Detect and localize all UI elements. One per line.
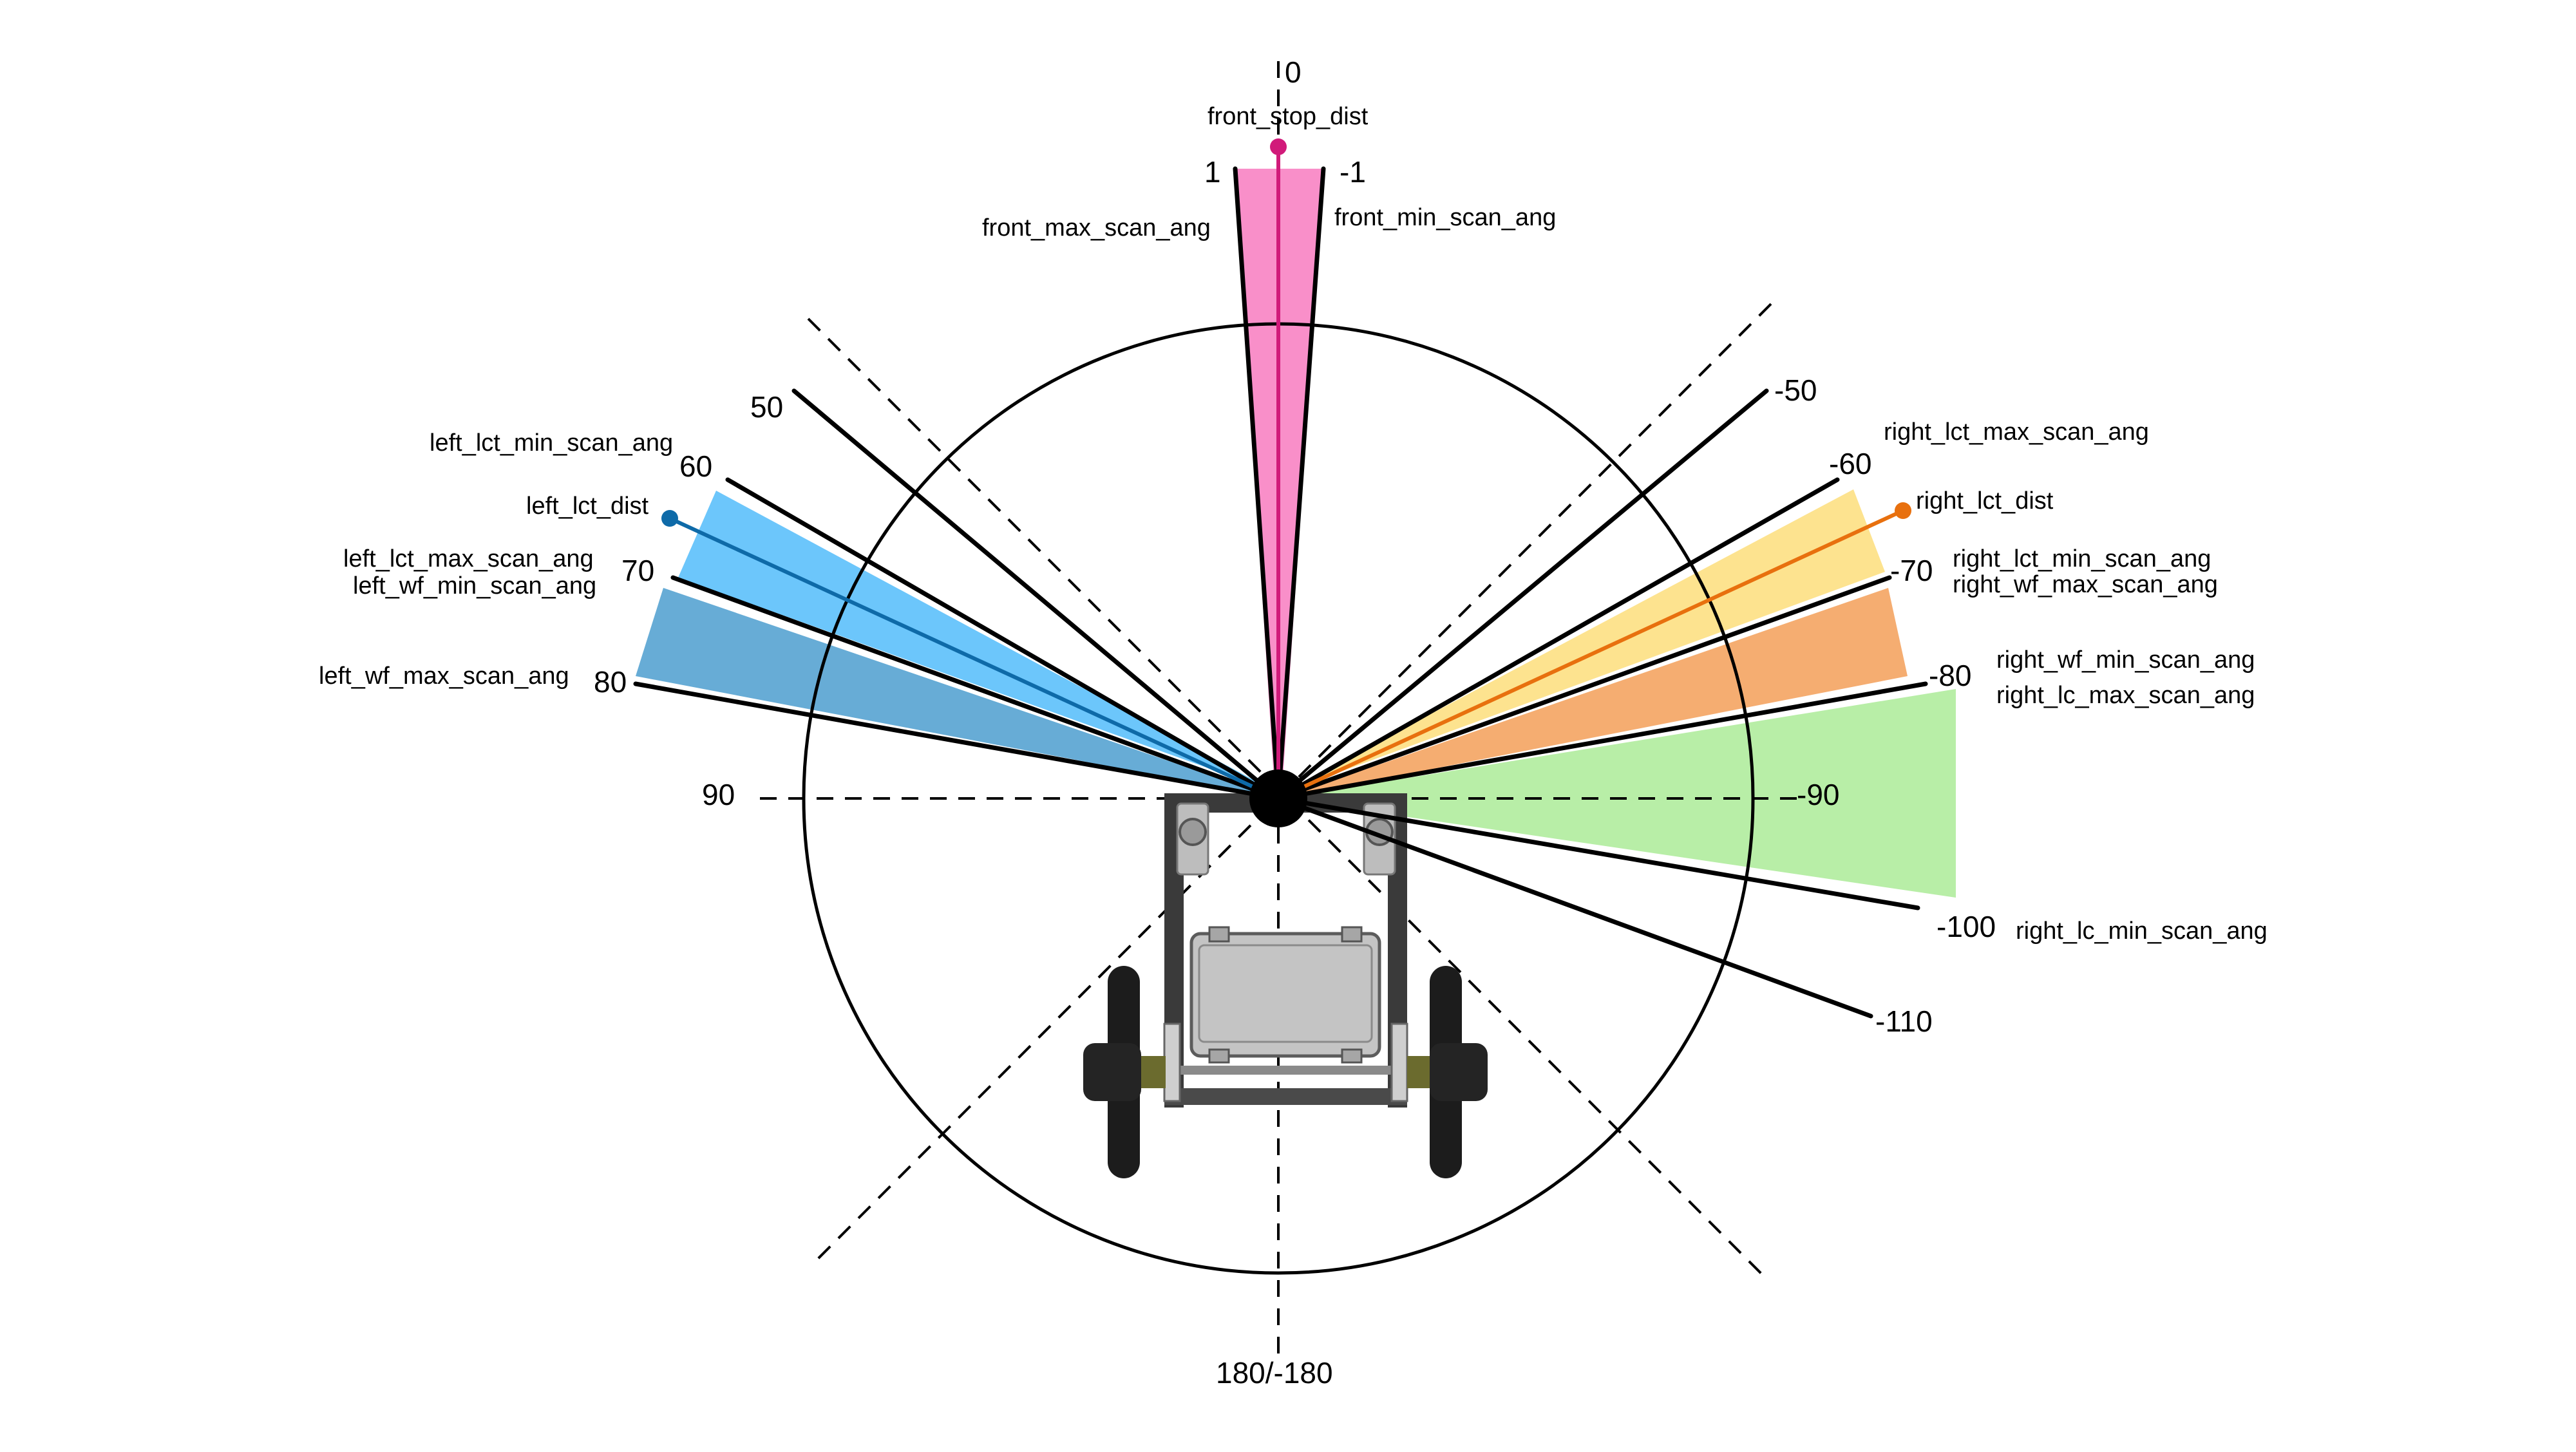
angle-label-minus-80: -80 xyxy=(1929,659,1971,692)
line-angle-70 xyxy=(670,575,1281,801)
front-stop-dist-marker xyxy=(1270,138,1287,155)
robot-bearing-left xyxy=(1179,818,1207,846)
label-right-lc-max-scan-ang: right_lc_max_scan_ang xyxy=(1996,682,2255,709)
angle-label-180: 180/-180 xyxy=(1216,1356,1333,1390)
line-angle-50 xyxy=(791,388,1281,801)
label-right-lc-min-scan-ang: right_lc_min_scan_ang xyxy=(2016,918,2268,945)
left-lct-dist-line xyxy=(668,516,1280,800)
angle-labels: 0 1 -1 50 60 70 80 90 -50 -60 -70 -80 -9… xyxy=(594,55,1996,1390)
angle-label-minus-100: -100 xyxy=(1937,910,1996,943)
angle-label-minus-1: -1 xyxy=(1340,155,1366,189)
line-angle-minus-70 xyxy=(1276,575,1892,801)
line-angle-minus-110 xyxy=(1276,796,1873,1019)
angle-label-minus-110: -110 xyxy=(1875,1004,1933,1038)
angle-label-minus-60: -60 xyxy=(1829,447,1871,480)
angle-label-minus-90: -90 xyxy=(1797,778,1839,811)
line-angle-1 xyxy=(1233,166,1281,801)
line-angle-minus-100 xyxy=(1276,796,1920,910)
robot-top-view xyxy=(1083,793,1488,1178)
angle-label-70: 70 xyxy=(621,554,654,587)
parameter-labels: front_stop_dist front_max_scan_ang front… xyxy=(319,103,2268,945)
angle-label-90: 90 xyxy=(702,778,735,811)
line-angle-minus-80 xyxy=(1276,681,1928,801)
label-right-wf-min-scan-ang: right_wf_min_scan_ang xyxy=(1996,646,2255,674)
label-left-lct-dist: left_lct_dist xyxy=(526,493,649,520)
label-left-wf-max-scan-ang: left_wf_max_scan_ang xyxy=(319,663,569,690)
right-lc-scan-region xyxy=(1282,689,1956,898)
robot-box-latch-3 xyxy=(1208,1048,1230,1064)
right-lct-dist-marker xyxy=(1895,502,1911,519)
label-left-lct-max-scan-ang: left_lct_max_scan_ang xyxy=(343,545,594,572)
left-lct-scan-region xyxy=(678,491,1278,793)
label-front-min-scan-ang: front_min_scan_ang xyxy=(1334,204,1556,231)
robot-box-latch-1 xyxy=(1208,926,1230,943)
angle-label-minus-70: -70 xyxy=(1890,554,1933,587)
robot-box-latch-4 xyxy=(1341,1048,1363,1064)
label-right-lct-dist: right_lct_dist xyxy=(1916,487,2054,514)
left-lct-dist-marker xyxy=(661,510,678,527)
robot-box-lid xyxy=(1198,944,1373,1043)
angle-label-minus-50: -50 xyxy=(1774,373,1817,407)
line-angle-minus-50 xyxy=(1276,388,1769,801)
robot-motor-mount-right xyxy=(1390,1023,1408,1102)
label-right-lct-max-scan-ang: right_lct_max_scan_ang xyxy=(1884,419,2149,446)
line-angle-60 xyxy=(725,477,1281,801)
label-right-lct-min-scan-ang: right_lct_min_scan_ang xyxy=(1953,545,2211,572)
line-angle-80 xyxy=(633,681,1281,801)
robot-motor-mount-left xyxy=(1163,1023,1181,1102)
robot-box-latch-2 xyxy=(1341,926,1363,943)
label-front-stop-dist: front_stop_dist xyxy=(1208,103,1368,130)
angle-label-80: 80 xyxy=(594,665,627,699)
line-angle-minus-60 xyxy=(1276,477,1840,801)
label-right-wf-max-scan-ang: right_wf_max_scan_ang xyxy=(1953,571,2218,598)
angle-label-50: 50 xyxy=(750,390,783,424)
label-front-max-scan-ang: front_max_scan_ang xyxy=(982,214,1211,241)
angle-label-0: 0 xyxy=(1285,55,1302,89)
right-lct-scan-region xyxy=(1282,489,1885,793)
robot-frame-crossbar xyxy=(1179,1066,1394,1075)
robot-frame-bottom xyxy=(1164,1088,1407,1105)
left-wf-scan-region xyxy=(636,588,1278,798)
angle-label-60: 60 xyxy=(679,449,712,483)
label-left-lct-min-scan-ang: left_lct_min_scan_ang xyxy=(430,429,673,457)
right-wf-scan-region xyxy=(1282,588,1908,798)
right-lct-dist-line xyxy=(1277,509,1904,800)
robot-hub-left xyxy=(1083,1043,1141,1101)
lidar-center xyxy=(1249,769,1307,827)
line-angle-minus-1 xyxy=(1276,166,1326,801)
angle-lines xyxy=(633,166,1928,1019)
robot-electronics-box xyxy=(1189,932,1381,1058)
label-left-wf-min-scan-ang: left_wf_min_scan_ang xyxy=(353,572,596,599)
robot-hub-right xyxy=(1430,1043,1488,1101)
angle-label-1: 1 xyxy=(1204,155,1221,189)
